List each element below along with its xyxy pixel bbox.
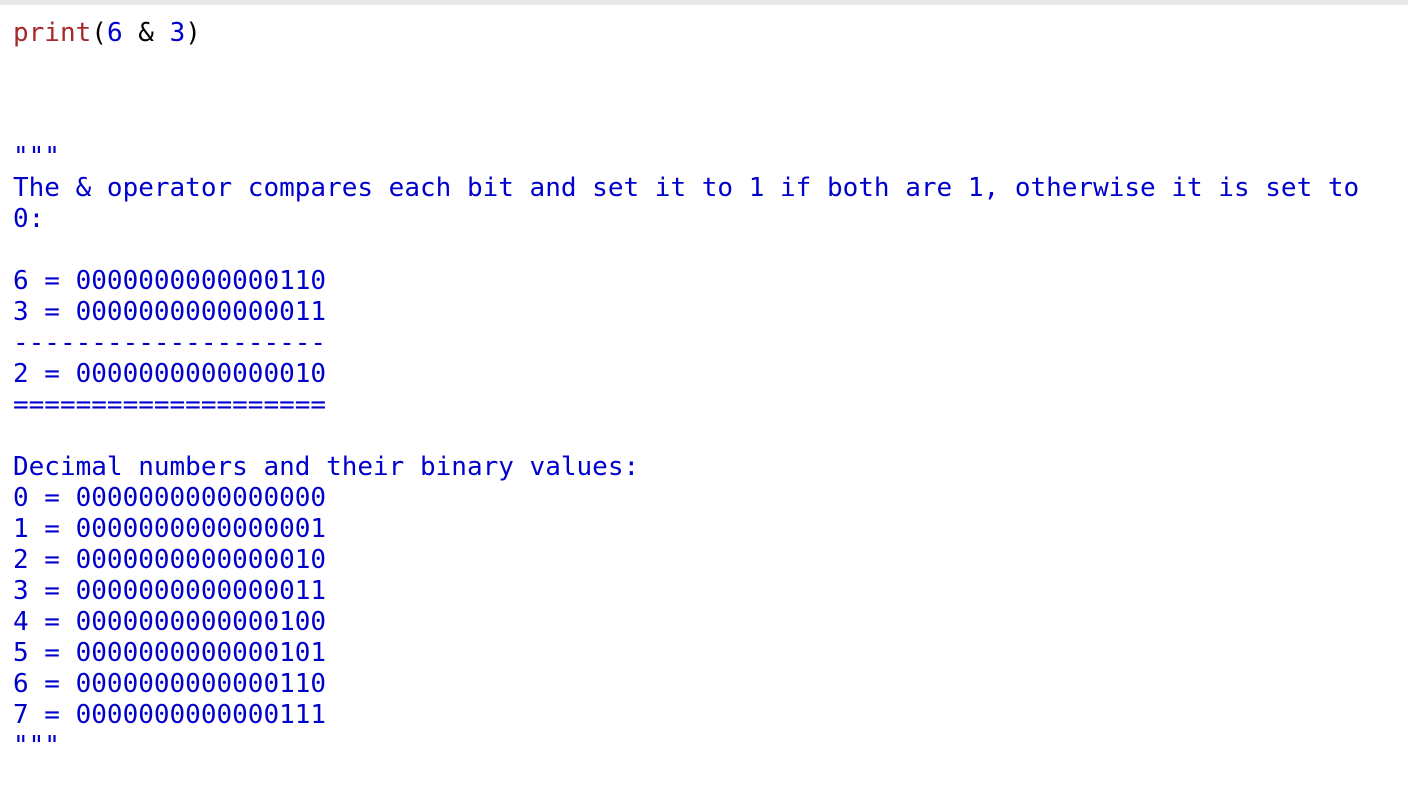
open-paren: ( [91, 18, 107, 48]
calc-divider-line: -------------------- [13, 328, 327, 358]
code-editor[interactable]: print(6 & 3) """ The & operator compares… [13, 18, 1398, 762]
binary-line: 5 = 0000000000000101 [13, 638, 327, 668]
calc-result-line: 2 = 0000000000000010 [13, 359, 327, 389]
operand-left: 6 [106, 18, 123, 48]
binary-line: 2 = 0000000000000010 [13, 545, 327, 575]
operand-right: 3 [169, 18, 186, 48]
blank-line [13, 111, 1398, 142]
binary-line: 6 = 0000000000000110 [13, 669, 327, 699]
calc-double-divider-line: ==================== [13, 390, 327, 420]
blank-line [13, 421, 1398, 452]
print-keyword: print [13, 18, 92, 48]
bitwise-and-operator: & [122, 18, 170, 48]
binary-line: 1 = 0000000000000001 [13, 514, 327, 544]
binary-line: 4 = 0000000000000100 [13, 607, 327, 637]
blank-line [13, 235, 1398, 266]
calc-line: 6 = 0000000000000110 [13, 266, 327, 296]
close-paren: ) [185, 18, 201, 48]
code-line-print: print(6 & 3) [13, 18, 1398, 49]
binary-line: 3 = 0000000000000011 [13, 576, 327, 606]
binary-line: 0 = 0000000000000000 [13, 483, 327, 513]
blank-line [13, 80, 1398, 111]
docstring-description: The & operator compares each bit and set… [13, 173, 1375, 234]
binary-table-heading: Decimal numbers and their binary values: [13, 452, 640, 482]
blank-line [13, 49, 1398, 80]
calc-line: 3 = 0000000000000011 [13, 297, 327, 327]
binary-line: 7 = 0000000000000111 [13, 700, 327, 730]
editor-top-border [0, 0, 1408, 5]
docstring-open-quotes: """ [13, 142, 60, 172]
docstring-close-quotes: """ [13, 731, 60, 761]
